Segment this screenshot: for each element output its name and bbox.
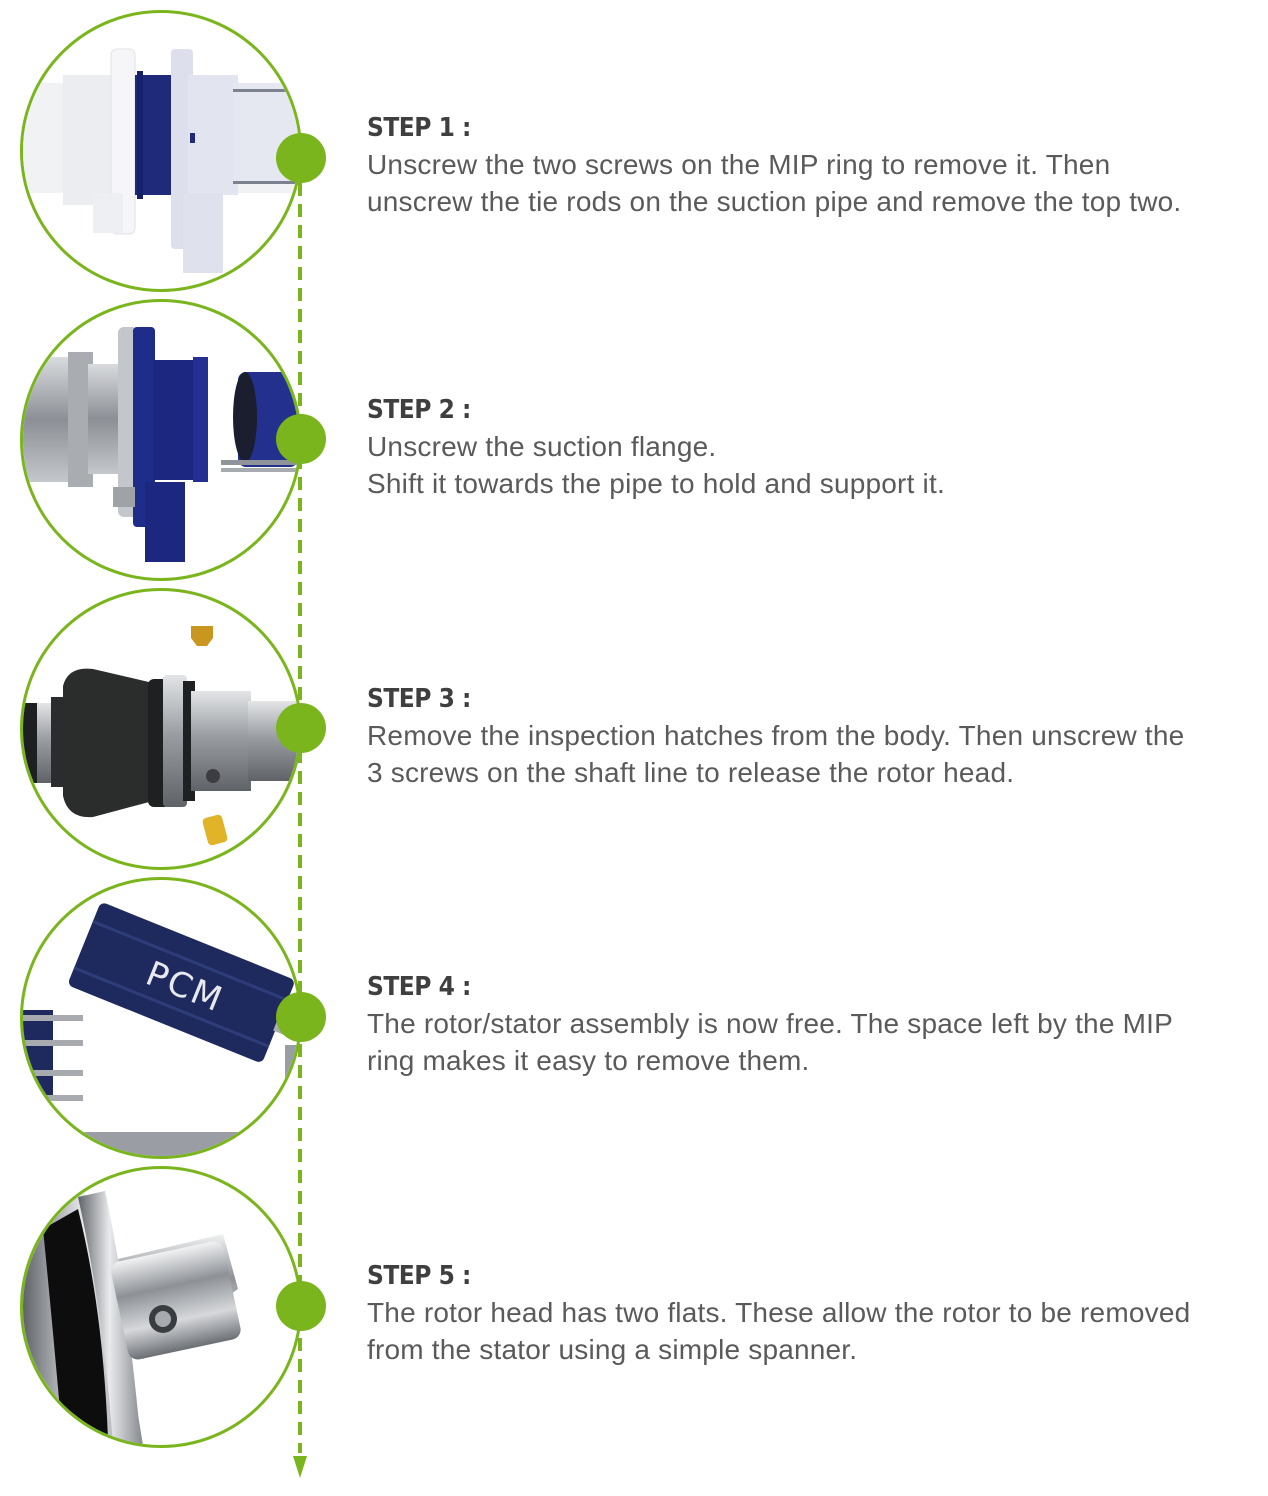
step-1: STEP 1 : Unscrew the two screws on the M… [367, 110, 1257, 220]
step-2-line-2: Shift it towards the pipe to hold and su… [367, 468, 945, 499]
arrow-down-icon [293, 1456, 307, 1478]
step-3-line-2: 3 screws on the shaft line to release th… [367, 757, 1015, 788]
step-3: STEP 3 : Remove the inspection hatches f… [367, 681, 1257, 791]
step-5-description: The rotor head has two flats. These allo… [367, 1294, 1257, 1368]
step-1-line-2: unscrew the tie rods on the suction pipe… [367, 186, 1182, 217]
step-5-line-1: The rotor head has two flats. These allo… [367, 1297, 1191, 1328]
rotor-stator-assembly-image: PCM [23, 903, 299, 1156]
step-2-title: STEP 2 : [367, 395, 471, 425]
step-1-image [20, 10, 302, 292]
step-2-image [20, 299, 302, 581]
step-1-line-1: Unscrew the two screws on the MIP ring t… [367, 149, 1111, 180]
step-3-marker-dot [276, 703, 326, 753]
step-2-description: Unscrew the suction flange. Shift it tow… [367, 428, 1257, 502]
step-1-marker-dot [276, 133, 326, 183]
step-4-image: PCM [20, 877, 302, 1159]
step-4-line-1: The rotor/stator assembly is now free. T… [367, 1008, 1173, 1039]
rotor-head-flats-image [23, 1189, 241, 1445]
step-5: STEP 5 : The rotor head has two flats. T… [367, 1258, 1257, 1368]
step-3-description: Remove the inspection hatches from the b… [367, 717, 1257, 791]
step-4-title: STEP 4 : [367, 972, 471, 1002]
step-5-title: STEP 5 : [367, 1261, 471, 1291]
step-3-title: STEP 3 : [367, 684, 471, 714]
step-2-marker-dot [276, 414, 326, 464]
suction-flange-image [23, 327, 299, 562]
step-3-line-1: Remove the inspection hatches from the b… [367, 720, 1185, 751]
step-4-marker-dot [276, 992, 326, 1042]
step-5-image [20, 1166, 302, 1448]
step-2-line-1: Unscrew the suction flange. [367, 431, 717, 462]
step-5-marker-dot [276, 1281, 326, 1331]
step-3-image [20, 588, 302, 870]
step-5-line-2: from the stator using a simple spanner. [367, 1334, 858, 1365]
step-4-description: The rotor/stator assembly is now free. T… [367, 1005, 1257, 1079]
step-1-description: Unscrew the two screws on the MIP ring t… [367, 146, 1257, 220]
timeline-dashed-line [298, 183, 302, 1453]
step-1-title: STEP 1 : [367, 113, 471, 143]
step-4: STEP 4 : The rotor/stator assembly is no… [367, 969, 1257, 1079]
rotor-head-screws-image [23, 626, 299, 846]
step-4-line-2: ring makes it easy to remove them. [367, 1045, 810, 1076]
step-2: STEP 2 : Unscrew the suction flange. Shi… [367, 392, 1257, 502]
pump-assembly-mip-ring-image [23, 48, 299, 273]
